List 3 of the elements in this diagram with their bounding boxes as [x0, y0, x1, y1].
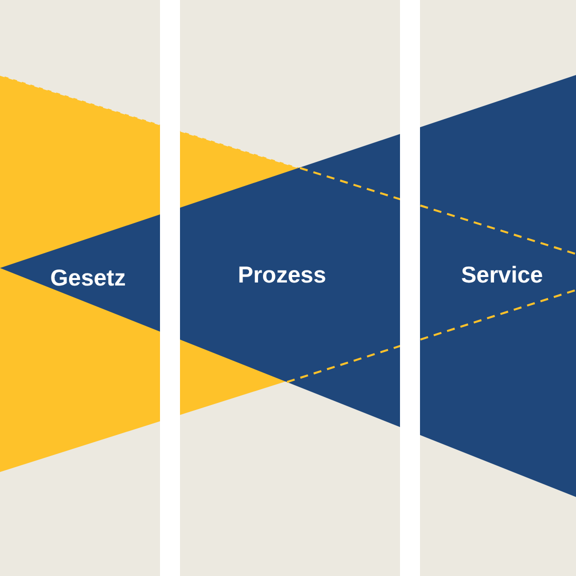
- column-heading: Gesetz: [50, 264, 126, 292]
- column-heading: Prozess: [238, 262, 326, 288]
- column-heading: Service: [461, 262, 543, 288]
